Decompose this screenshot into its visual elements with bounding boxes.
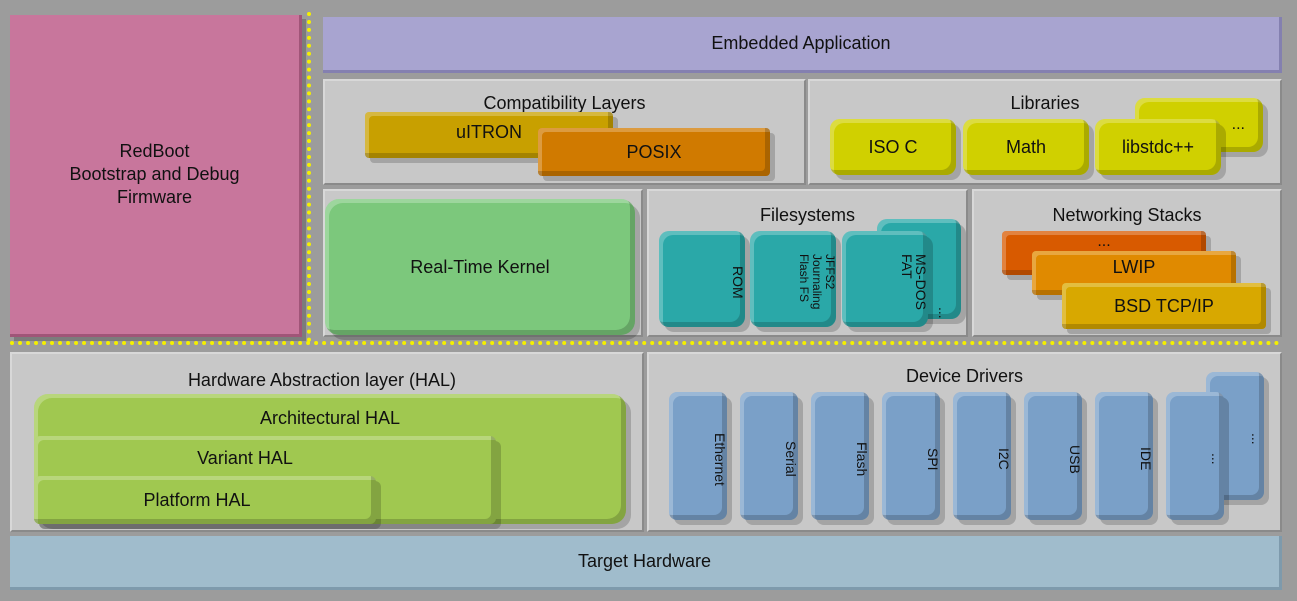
library-libstdc-label: libstdc++ xyxy=(1121,136,1195,157)
fs-jffs2-label: JFFS2 Journaling Flash FS xyxy=(797,254,837,310)
platform-hal-block: Platform HAL xyxy=(34,476,376,524)
driver-label: ... xyxy=(1249,433,1265,445)
driver-label: ... xyxy=(1209,453,1225,465)
device-drivers-panel: Device Drivers ... Ethernet Serial Flash SPI… xyxy=(647,352,1282,532)
posix-block: POSIX xyxy=(538,128,770,176)
net-bsd-block: BSD TCP/IP xyxy=(1062,283,1266,329)
driver-block-1: Serial xyxy=(740,392,799,520)
fs-msdos-label: MS-DOS FAT xyxy=(899,254,929,310)
real-time-kernel-block: Real-Time Kernel xyxy=(325,199,635,335)
filesystems-title: Filesystems xyxy=(759,205,855,225)
fs-jffs2-block: JFFS2 Journaling Flash FS xyxy=(750,231,837,327)
redboot-title: RedBoot xyxy=(119,141,190,161)
driver-label: IDE xyxy=(1138,447,1154,471)
fs-rom-block: ROM xyxy=(659,231,746,327)
compatibility-layers-title: Compatibility Layers xyxy=(483,93,646,113)
hal-panel: Hardware Abstraction layer (HAL) Archite… xyxy=(10,352,644,532)
fs-more-label: ... xyxy=(936,307,952,319)
fs-rom-label: ROM xyxy=(730,265,746,299)
driver-block-3: SPI xyxy=(882,392,941,520)
embedded-application-block: Embedded Application xyxy=(323,17,1282,73)
driver-label: I2C xyxy=(996,448,1012,470)
libraries-title: Libraries xyxy=(1010,93,1080,113)
target-hardware-label: Target Hardware xyxy=(577,551,712,571)
hal-title: Hardware Abstraction layer (HAL) xyxy=(187,370,457,390)
driver-block-0: Ethernet xyxy=(669,392,728,520)
library-isoc-block: ISO C xyxy=(830,119,956,175)
uitron-label: uITRON xyxy=(455,121,522,142)
redboot-subtitle: Bootstrap and Debug xyxy=(69,164,240,184)
driver-label: Serial xyxy=(783,441,799,477)
driver-label: SPI xyxy=(925,447,941,471)
embedded-application-label: Embedded Application xyxy=(711,33,891,53)
driver-label: Ethernet xyxy=(712,432,728,486)
driver-block-2: Flash xyxy=(811,392,870,520)
fs-msdos-block: MS-DOS FAT xyxy=(842,231,929,327)
variant-hal-label: Variant HAL xyxy=(197,448,293,468)
target-hardware-block: Target Hardware xyxy=(10,536,1282,590)
driver-block-4: I2C xyxy=(953,392,1012,520)
driver-label: Flash xyxy=(854,441,870,477)
driver-block-7: ... xyxy=(1166,392,1225,520)
driver-block-6: IDE xyxy=(1095,392,1154,520)
library-libstdc-block: libstdc++ xyxy=(1095,119,1221,175)
networking-stacks-title: Networking Stacks xyxy=(1052,205,1202,225)
library-math-block: Math xyxy=(963,119,1089,175)
networking-stacks-panel: Networking Stacks ... LWIP BSD TCP/IP xyxy=(972,189,1282,337)
library-isoc-label: ISO C xyxy=(868,136,918,157)
library-more-label: ... xyxy=(1231,116,1245,133)
vertical-separator xyxy=(307,12,311,342)
platform-hal-label: Platform HAL xyxy=(143,489,251,510)
redboot-block: RedBoot Bootstrap and Debug Firmware xyxy=(10,15,302,337)
horizontal-separator xyxy=(10,341,1280,345)
driver-block-5: USB xyxy=(1024,392,1083,520)
net-lwip-label: LWIP xyxy=(1112,257,1156,277)
posix-label: POSIX xyxy=(626,141,682,162)
driver-label: USB xyxy=(1067,444,1083,474)
compatibility-layers-panel: Compatibility Layers uITRON POSIX xyxy=(323,79,806,185)
redboot-subtitle-2: Firmware xyxy=(117,187,192,207)
architectural-hal-label: Architectural HAL xyxy=(259,408,401,428)
real-time-kernel-label: Real-Time Kernel xyxy=(410,256,550,277)
filesystems-panel: Filesystems ... ROM JFFS2 Journaling Fla… xyxy=(647,189,968,337)
net-more-label: ... xyxy=(1097,233,1111,250)
net-bsd-label: BSD TCP/IP xyxy=(1114,295,1214,316)
libraries-panel: Libraries ... ISO C Math libstdc++ xyxy=(808,79,1282,185)
device-drivers-title: Device Drivers xyxy=(905,366,1024,386)
library-math-label: Math xyxy=(1005,136,1047,157)
kernel-panel: Real-Time Kernel xyxy=(323,189,643,337)
